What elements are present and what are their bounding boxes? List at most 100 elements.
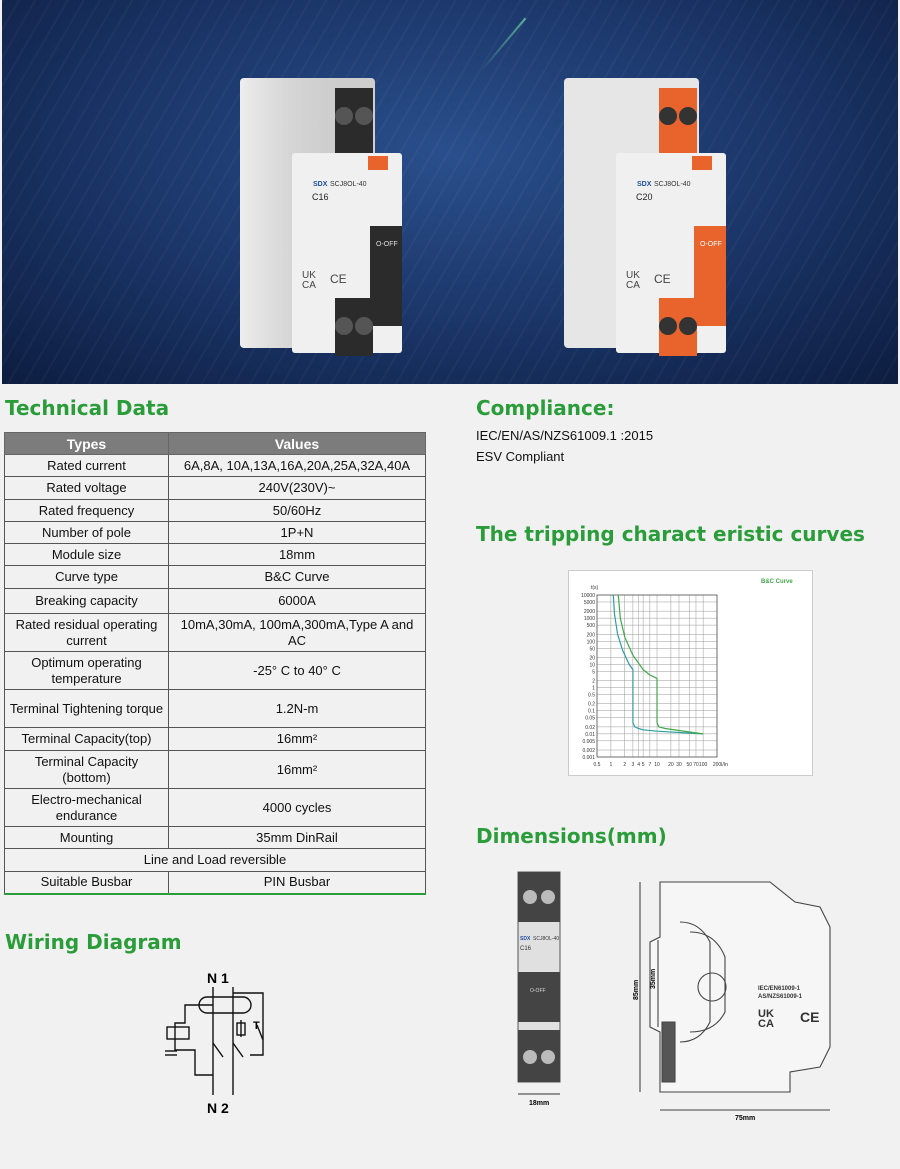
y-tick-label: 100: [587, 639, 596, 645]
y-tick-label: 20: [589, 655, 595, 661]
svg-text:C16: C16: [520, 946, 532, 952]
technical-data-title: Technical Data: [5, 396, 170, 420]
svg-text:SCJ8OL-40: SCJ8OL-40: [654, 181, 691, 188]
col-values: Values: [168, 432, 426, 455]
x-tick-label: 200: [713, 762, 722, 768]
rcbo-products: SDX SCJ8OL-40 C16 O-OFF UK CA CE SDX SCJ…: [240, 78, 726, 356]
y-tick-label: 10: [589, 662, 595, 668]
std-label: AS/NZS61009-1: [758, 994, 803, 1000]
front-view: SDX SCJ8OL-40 C16 O-OFF 18mm: [517, 871, 561, 1107]
svg-text:SDX: SDX: [637, 181, 652, 188]
y-tick-label: 10000: [581, 593, 595, 599]
dim-depth: 75mm: [735, 1115, 755, 1122]
product-photo: SDX SCJ8OL-40 C16 O-OFF UK CA CE SDX SCJ…: [2, 0, 898, 384]
rcbo-black: SDX SCJ8OL-40 C16 O-OFF UK CA CE: [240, 78, 402, 356]
y-tick-label: 0.002: [582, 748, 595, 754]
svg-text:SCJ8OL-40: SCJ8OL-40: [330, 181, 367, 188]
terminal-top-label: N 1: [207, 970, 229, 986]
y-tick-label: 2: [592, 679, 595, 685]
svg-text:SDX: SDX: [520, 936, 531, 942]
svg-text:CE: CE: [654, 272, 671, 286]
svg-text:CE: CE: [330, 272, 347, 286]
svg-text:O-OFF: O-OFF: [700, 241, 722, 248]
svg-text:O-OFF: O-OFF: [530, 988, 546, 994]
svg-text:O-OFF: O-OFF: [376, 241, 398, 248]
wiring-diagram: N 1 N 2 T: [165, 970, 264, 1115]
x-tick-label: 2: [623, 762, 626, 768]
y-tick-label: 200: [587, 632, 596, 638]
x-tick-label: 50: [686, 762, 692, 768]
test-button-label: T: [253, 1020, 260, 1032]
y-tick-label: 50: [589, 646, 595, 652]
compliance-title: Compliance:: [476, 396, 615, 420]
table-row: Terminal Capacity (bottom)16mm²: [4, 750, 426, 789]
svg-text:UK: UK: [302, 270, 316, 281]
chart-title: B&C Curve: [761, 579, 793, 585]
x-tick-label: 1: [609, 762, 612, 768]
rcbo-orange: SDX SCJ8OL-40 C20 O-OFF UK CA CE: [564, 78, 726, 356]
svg-text:CA: CA: [626, 280, 640, 291]
svg-text:CE: CE: [800, 1009, 819, 1025]
dim-height: 85mm: [633, 980, 640, 1000]
brand-label: SDX: [313, 181, 328, 188]
x-tick-label: 70: [693, 762, 699, 768]
compliance-line: IEC/EN/AS/NZS61009.1 :2015: [476, 428, 654, 443]
svg-text:CA: CA: [302, 280, 316, 291]
y-tick-label: 1: [592, 686, 595, 692]
curves-title: The tripping charact eristic curves: [476, 522, 865, 546]
x-axis-label: I/In: [721, 762, 728, 768]
x-tick-label: 10: [654, 762, 660, 768]
compliance-line: ESV Compliant: [476, 449, 565, 464]
x-tick-label: 20: [668, 762, 674, 768]
std-label: IEC/EN61009-1: [758, 986, 801, 992]
side-view: [639, 881, 831, 1111]
dimension-drawing: SDX SCJ8OL-40 C16 O-OFF 18mm 85mm 35mm 7…: [517, 871, 831, 1122]
dim-width: 18mm: [529, 1100, 549, 1107]
y-tick-label: 0.1: [588, 709, 595, 715]
table-row: Terminal Capacity(top)16mm²: [4, 727, 426, 751]
y-tick-label: 2000: [584, 609, 595, 615]
y-axis-label: t(s): [591, 585, 599, 591]
y-tick-label: 0.05: [585, 716, 595, 722]
y-tick-label: 0.001: [582, 755, 595, 761]
y-tick-label: 5: [592, 669, 595, 675]
wiring-title: Wiring Diagram: [5, 930, 182, 954]
plot-frame: [596, 594, 718, 758]
dimensions-title: Dimensions(mm): [476, 824, 667, 848]
y-tick-label: 500: [587, 623, 596, 629]
x-tick-label: 0.5: [594, 762, 601, 768]
curve-series-2: [617, 594, 704, 735]
svg-text:UK: UK: [626, 270, 640, 281]
x-tick-label: 7: [648, 762, 651, 768]
svg-text:C20: C20: [636, 192, 653, 202]
x-tick-label: 30: [676, 762, 682, 768]
y-tick-label: 1000: [584, 616, 595, 622]
terminal-bottom-label: N 2: [207, 1100, 229, 1115]
svg-text:UK: UK: [758, 1008, 774, 1020]
curve-series-1: [612, 594, 704, 735]
y-tick-label: 5000: [584, 600, 595, 606]
svg-text:C16: C16: [312, 192, 329, 202]
dim-rail: 35mm: [650, 969, 657, 989]
col-types: Types: [4, 432, 169, 455]
x-tick-label: 4: [637, 762, 640, 768]
table-row: Line and Load reversible: [4, 848, 426, 872]
svg-text:SCJ8OL-40: SCJ8OL-40: [533, 936, 559, 942]
x-tick-label: 100: [699, 762, 708, 768]
x-tick-label: 3: [631, 762, 634, 768]
y-tick-label: 0.01: [585, 732, 595, 738]
